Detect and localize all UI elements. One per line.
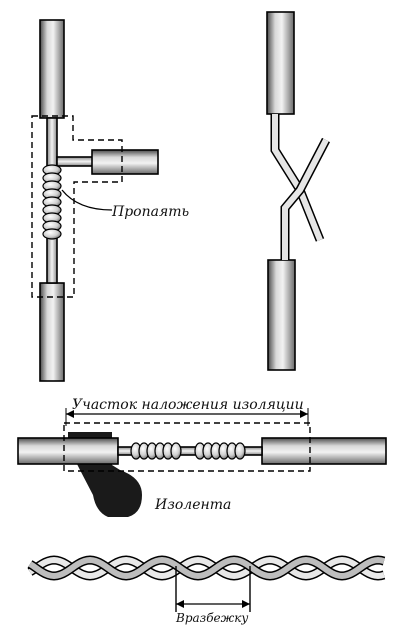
wire-insulation-bottom xyxy=(39,282,65,382)
insulation-area-label: Участок наложения изоляции xyxy=(72,397,304,413)
solder-zone-outline xyxy=(31,115,123,298)
coil-turn xyxy=(170,442,182,460)
coil-turn xyxy=(234,442,246,460)
wire-insulation-top-right xyxy=(266,11,295,115)
staggered-twisted-pair: Вразбежку xyxy=(27,555,386,625)
tape-label: Изолента xyxy=(154,497,231,513)
wire-insulation-bottom-right xyxy=(267,259,296,371)
solder-leader-line xyxy=(61,189,113,211)
solder-coil xyxy=(42,164,62,240)
twisted-wires xyxy=(27,555,386,581)
inline-splice: Участок наложения изоляции Изолента xyxy=(17,397,387,517)
bare-conductor-branch xyxy=(56,156,94,167)
wire-insulation-right xyxy=(261,437,387,465)
strand-fill xyxy=(28,556,385,580)
wire-insulation-top xyxy=(39,19,65,119)
cross-twist-joint xyxy=(266,11,330,371)
bare-conductor-inline xyxy=(117,446,263,456)
coil-turn xyxy=(42,228,62,240)
insulation-area-outline xyxy=(63,422,311,472)
t-branch-joint: Пропаять xyxy=(31,19,189,382)
staggered-label: Вразбежку xyxy=(175,611,248,625)
wire-insulation-branch xyxy=(91,149,159,175)
twist-coils xyxy=(130,442,246,460)
wire-insulation-left xyxy=(17,437,119,465)
solder-label: Пропаять xyxy=(111,204,189,220)
